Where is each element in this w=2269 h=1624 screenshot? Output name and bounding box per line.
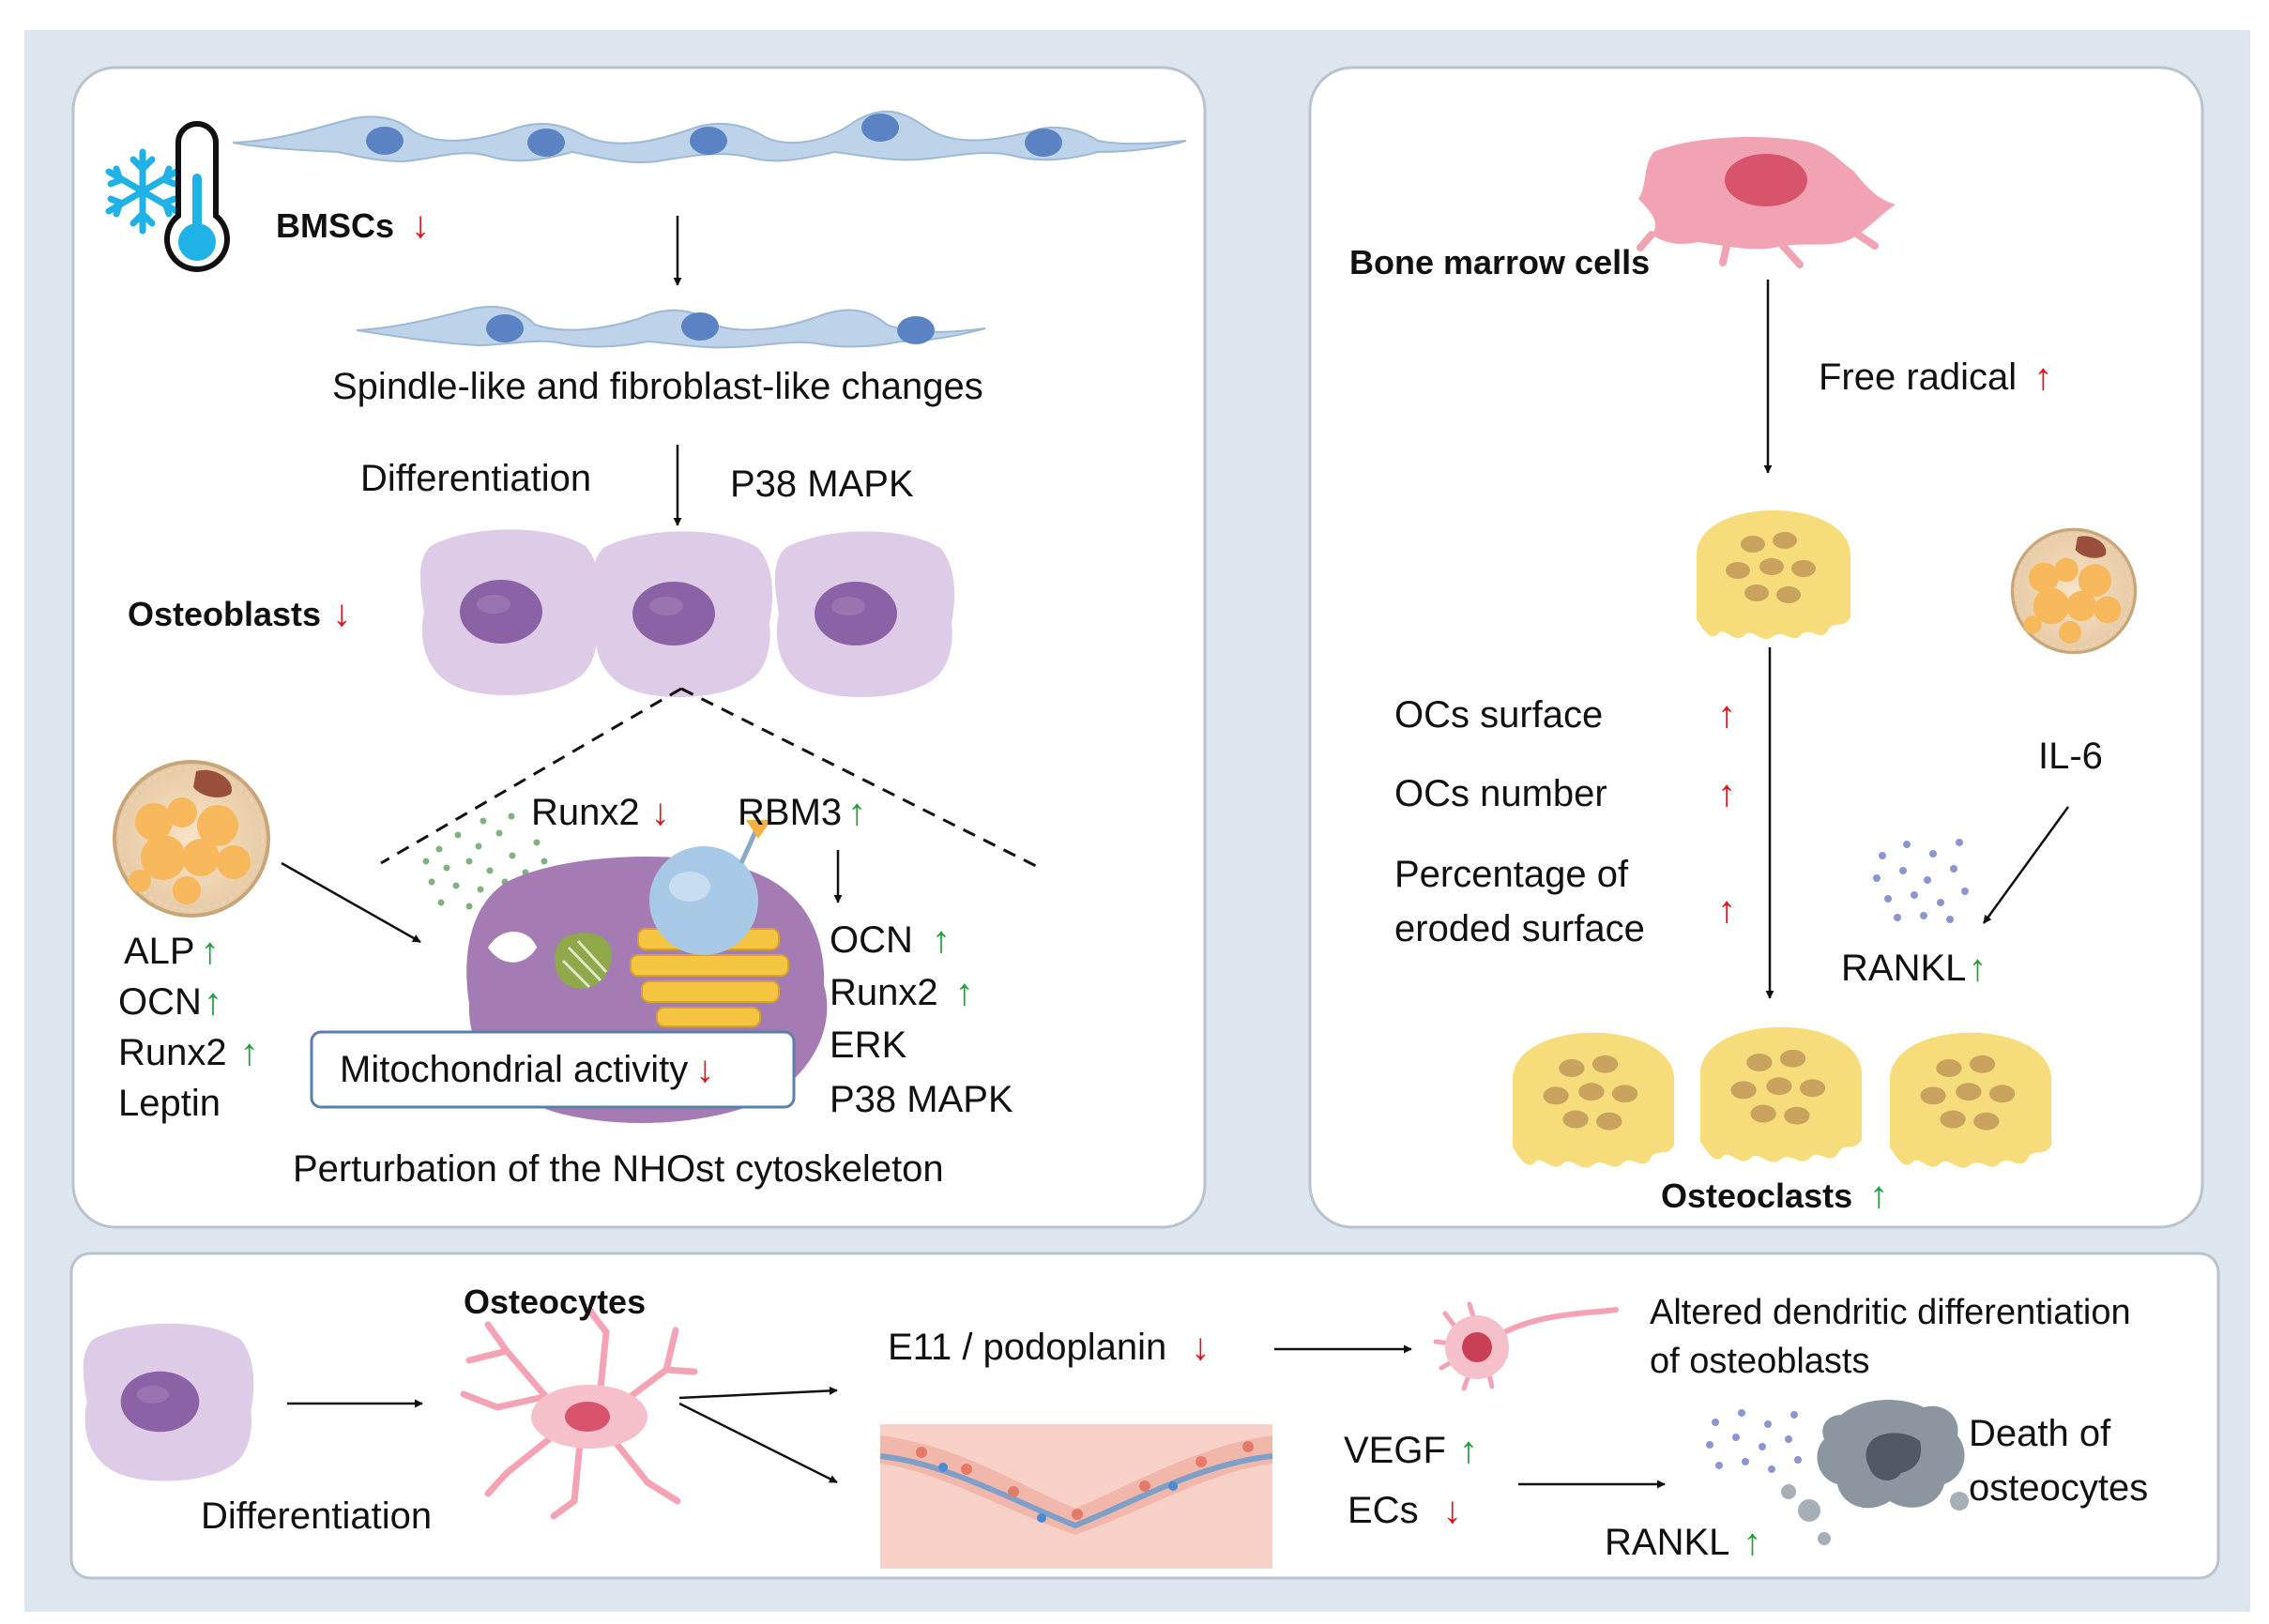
rankl-label: RANKL↑ bbox=[1841, 948, 1987, 989]
marker-alp: ALP↑ bbox=[124, 931, 220, 972]
bmscs-label: BMSCs↓ bbox=[276, 205, 431, 246]
marker-ocn-right: OCN↑ bbox=[830, 919, 951, 961]
blood-vessel-wall bbox=[879, 1424, 1273, 1569]
arrow-up-icon: ↑ bbox=[1458, 1430, 1478, 1471]
arrow-up-icon: ↑ bbox=[1717, 694, 1736, 736]
vegf-label: VEGF↑ bbox=[1344, 1430, 1478, 1471]
osteoblast-cells bbox=[419, 529, 955, 698]
rankl-dots-icon bbox=[1873, 839, 1969, 923]
death-line2-label: osteocytes bbox=[1969, 1467, 2149, 1509]
arrow-up-icon: ↑ bbox=[1717, 889, 1736, 931]
osteocyte-cell bbox=[460, 1306, 698, 1520]
osteocytes-label: Osteocytes bbox=[464, 1283, 647, 1321]
rbm3-label: RBM3↑ bbox=[738, 792, 867, 833]
eroded-line2-label: eroded surface bbox=[1394, 908, 1645, 949]
arrow-up-icon: ↑ bbox=[847, 792, 867, 833]
adipocyte-icon-right bbox=[2010, 527, 2138, 655]
bone-marrow-cell bbox=[1637, 137, 1896, 268]
dead-cell-icon bbox=[1781, 1399, 1969, 1545]
differentiation-label: Differentiation bbox=[360, 458, 592, 499]
free-radical-label: Free radical↑ bbox=[1819, 357, 2053, 398]
marker-runx2-right: Runx2↑ bbox=[830, 972, 974, 1013]
osteoblast-small bbox=[83, 1323, 254, 1481]
arrow-down-icon: ↓ bbox=[411, 205, 431, 246]
rankl-dots-icon-bottom bbox=[1706, 1409, 1802, 1473]
marker-erk: ERK bbox=[830, 1024, 907, 1066]
adipocyte-icon bbox=[113, 760, 270, 918]
arrow-down-icon: ↓ bbox=[332, 593, 352, 634]
marker-runx2-left: Runx2↑ bbox=[118, 1032, 259, 1073]
e11-podoplanin-label: E11 / podoplanin↓ bbox=[888, 1327, 1211, 1368]
mitochondrial-activity-box bbox=[310, 1030, 796, 1109]
arrow-down-icon: ↓ bbox=[1191, 1327, 1211, 1368]
osteoblasts-label: Osteoblasts↓ bbox=[128, 593, 352, 634]
osteoclast-single bbox=[1697, 510, 1850, 640]
panel-marrow bbox=[1308, 66, 2204, 1229]
bone-marrow-cells-label: Bone marrow cells bbox=[1349, 243, 1651, 281]
arrow-up-icon: ↑ bbox=[1968, 948, 1987, 989]
altered-differentiation-line1: Altered dendritic differentiation bbox=[1650, 1293, 2131, 1332]
marker-leptin: Leptin bbox=[118, 1083, 221, 1124]
arrow-up-icon: ↑ bbox=[203, 981, 222, 1023]
marker-ocn-left: OCN↑ bbox=[118, 981, 222, 1023]
arrow-up-icon: ↑ bbox=[1869, 1175, 1889, 1216]
arrow-up-icon: ↑ bbox=[2033, 357, 2053, 398]
differentiation-bottom-label: Differentiation bbox=[201, 1495, 433, 1537]
arrow-down-icon: ↓ bbox=[695, 1049, 715, 1090]
arrow-up-icon: ↑ bbox=[200, 931, 220, 972]
perturbation-label: Perturbation of the NHOst cytoskeleton bbox=[293, 1148, 944, 1190]
ocs-surface-label: OCs surface bbox=[1394, 694, 1604, 736]
snowflake-icon bbox=[105, 148, 180, 235]
mitochondrial-activity-label: Mitochondrial activity↓ bbox=[340, 1049, 715, 1090]
bmsc-cells-top bbox=[232, 110, 1187, 164]
arrow-up-icon: ↑ bbox=[239, 1032, 259, 1073]
arrow-up-icon: ↑ bbox=[954, 972, 974, 1013]
eroded-line1-label: Percentage of bbox=[1394, 854, 1629, 895]
osteoclast-cells bbox=[1512, 1026, 2052, 1168]
runx2-label: Runx2↓ bbox=[531, 792, 670, 833]
altered-differentiation-line2: of osteoblasts bbox=[1650, 1342, 1870, 1381]
arrow-down-icon: ↓ bbox=[650, 792, 670, 833]
p38-mapk-label: P38 MAPK bbox=[730, 463, 914, 505]
death-line1-label: Death of bbox=[1969, 1413, 2111, 1454]
arrow-up-icon: ↑ bbox=[1743, 1522, 1762, 1563]
arrow-up-icon: ↑ bbox=[1717, 773, 1736, 814]
marker-p38-mapk: P38 MAPK bbox=[830, 1079, 1013, 1120]
ecs-label: ECs↓ bbox=[1348, 1490, 1462, 1531]
osteoclasts-label: Osteoclasts↑ bbox=[1661, 1175, 1889, 1216]
thermometer-icon bbox=[164, 121, 230, 272]
bmsc-cells-middle bbox=[356, 305, 986, 349]
dendritic-cell bbox=[1433, 1301, 1619, 1391]
spindle-changes-label: Spindle-like and fibroblast-like changes bbox=[332, 366, 983, 407]
arrow-down-icon: ↓ bbox=[1442, 1490, 1462, 1531]
rankl-bottom-label: RANKL↑ bbox=[1605, 1522, 1762, 1563]
il6-label: IL-6 bbox=[2038, 736, 2103, 777]
ocs-number-label: OCs number bbox=[1394, 773, 1607, 814]
arrow-up-icon: ↑ bbox=[931, 919, 951, 961]
